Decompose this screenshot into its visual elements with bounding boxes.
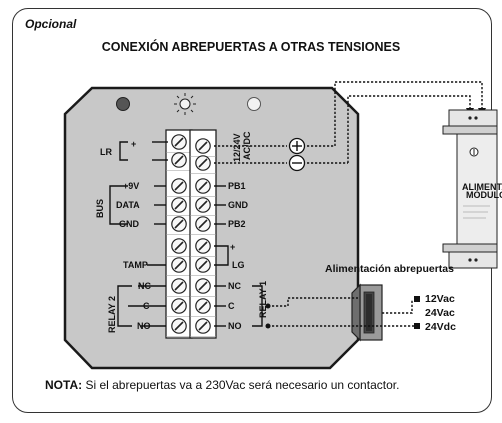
svg-text:ALIMENTACIÓN: ALIMENTACIÓN	[462, 181, 502, 192]
note: NOTA: Si el abrepuertas va a 230Vac será…	[45, 378, 399, 392]
label-lr: LR	[100, 147, 112, 157]
minus-symbol-icon	[288, 154, 306, 172]
lg-bracket	[214, 245, 229, 266]
left-terminal-screw-7-slot	[174, 260, 184, 270]
voltage-24vac: 24Vac	[425, 307, 455, 319]
power-wiring	[214, 81, 483, 164]
voltage-12vac: 12Vac	[425, 293, 455, 305]
label-c-left: C	[143, 301, 150, 311]
right-terminal-screw-9-slot	[198, 301, 208, 311]
right-terminal-screw-3-slot	[198, 181, 208, 191]
label-nc-left: NC	[138, 281, 151, 291]
left-terminal-screw-2-slot	[174, 155, 184, 165]
label-bus: BUS	[95, 199, 105, 218]
label-tamp: TAMP	[123, 260, 148, 270]
right-terminal-screw-5-slot	[198, 219, 208, 229]
voltage-24vdc: 24Vdc	[425, 321, 456, 333]
power-supply-module: ALIMENTACIÓN MÓDULO	[442, 109, 502, 269]
right-terminal-screw-7-slot	[198, 260, 208, 270]
lr-plus-sign: +	[131, 139, 136, 149]
relay1-bracket	[252, 285, 263, 327]
right-terminal-screw-10-slot	[198, 321, 208, 331]
right-terminal-screw-4-slot	[198, 200, 208, 210]
left-terminal-screw-4-slot	[174, 200, 184, 210]
svg-text:MÓDULO: MÓDULO	[466, 189, 502, 200]
left-terminal-screw-1-slot	[174, 137, 184, 147]
note-label: NOTA:	[45, 378, 83, 392]
terminal-block-right	[189, 129, 217, 339]
right-terminal-screw-8-slot	[198, 281, 208, 291]
lr-bracket	[119, 141, 128, 161]
terminal-dots	[265, 296, 420, 329]
left-terminal-screw-8-slot	[174, 281, 184, 291]
led-white	[247, 97, 261, 111]
diagram-title: CONEXIÓN ABREPUERTAS A OTRAS TENSIONES	[101, 40, 401, 54]
label-nc-right: NC	[228, 281, 241, 291]
left-terminal-screw-9-slot	[174, 301, 184, 311]
label-relay1: RELAY 1	[258, 281, 268, 318]
label-pb1: PB1	[228, 181, 246, 191]
relay-wiring	[268, 297, 418, 327]
label-lg: LG	[232, 260, 245, 270]
note-text: Si el abrepuertas va a 230Vac será neces…	[82, 378, 400, 392]
label-no-left: NO	[137, 321, 151, 331]
lg-plus-sign: +	[230, 242, 235, 252]
section-label: Opcional	[25, 17, 77, 31]
label-relay2: RELAY 2	[107, 296, 117, 333]
relay2-bracket	[117, 285, 132, 327]
left-terminal-screw-10-slot	[174, 321, 184, 331]
door-strike-icon	[351, 283, 383, 342]
bus-bracket	[109, 185, 128, 225]
terminal-block-left	[165, 129, 193, 339]
label-9v: +9V	[123, 181, 139, 191]
label-gnd-left: GND	[119, 219, 140, 229]
led-light-icon	[174, 93, 196, 115]
led-dark	[116, 97, 130, 111]
lock-power-title: Alimentación abrepuertas	[325, 263, 454, 275]
right-terminal-screw-1-slot	[198, 141, 208, 151]
label-pb2: PB2	[228, 219, 246, 229]
label-c-right: C	[228, 301, 235, 311]
left-terminal-screw-5-slot	[174, 219, 184, 229]
right-terminal-screw-6-slot	[198, 241, 208, 251]
label-gnd-right: GND	[228, 200, 249, 210]
plus-symbol-icon	[288, 137, 306, 155]
right-terminal-screw-2-slot	[198, 158, 208, 168]
left-terminal-screw-6-slot	[174, 241, 184, 251]
label-12-24v: 12/24V	[232, 133, 242, 162]
left-terminal-screw-3-slot	[174, 181, 184, 191]
label-data: DATA	[116, 200, 140, 210]
label-no-right: NO	[228, 321, 242, 331]
